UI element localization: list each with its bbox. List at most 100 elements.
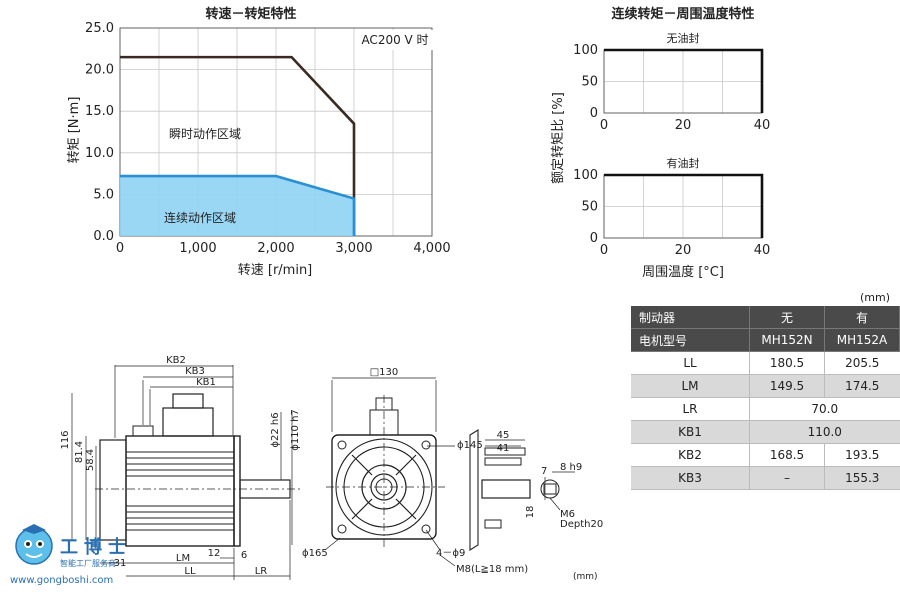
dim-lr: LR — [255, 566, 268, 577]
shaft-dimensions: 45 41 7 8 h9 18 M6 Depth20 — [497, 430, 604, 530]
dim-kb1: KB1 — [196, 377, 216, 388]
y-tick-label: 0 — [590, 231, 598, 246]
y-tick-label: 0 — [590, 106, 598, 121]
table-cell: 制动器 — [631, 306, 750, 329]
chart-title: 连续转矩－周围温度特性 — [611, 6, 754, 22]
chart-title: 转速－转矩特性 — [205, 6, 296, 22]
y-tick-label: 0.0 — [93, 229, 114, 244]
table-cell: 193.5 — [824, 443, 900, 467]
dim-depth: Depth20 — [560, 519, 603, 530]
x-axis-label: 转速 [r/min] — [238, 263, 313, 278]
motor-front-view — [324, 377, 456, 567]
dim-key-width: 8 h9 — [560, 462, 582, 473]
table-row: 制动器无有 — [631, 306, 900, 329]
motor-side-view — [71, 365, 300, 580]
y-tick-label: 100 — [573, 168, 598, 183]
x-tick-label: 40 — [754, 118, 771, 133]
table-cell: LR — [631, 397, 750, 421]
series-area-1 — [120, 176, 354, 236]
dim-6: 6 — [241, 550, 247, 561]
dim-45: 45 — [497, 430, 510, 441]
x-tick-label: 3,000 — [335, 241, 372, 256]
drawing-unit: (mm) — [573, 572, 598, 582]
dim-shaft-dia: ϕ22 h6 — [270, 412, 281, 447]
table-cell: 70.0 — [749, 397, 900, 421]
table-cell: – — [749, 466, 825, 490]
table-cell: LM — [631, 374, 750, 398]
table-cell: 有 — [824, 306, 900, 329]
series-line-1 — [120, 174, 356, 236]
logo-name: 工博士 — [60, 537, 132, 558]
y-tick-label: 25.0 — [85, 21, 114, 36]
series-label-continuous: 连续动作区域 — [164, 210, 236, 225]
table-cell: KB3 — [631, 466, 750, 490]
dim-31: 31 — [114, 558, 127, 569]
table-unit: (mm) — [860, 291, 891, 304]
x-tick-label: 1,000 — [179, 241, 216, 256]
front-view-dimensions: □130 ϕ145 ϕ165 4－ϕ9 M8(L≧18 mm) — [302, 367, 528, 575]
subtitle-oil-seal: 有油封 — [667, 156, 700, 170]
y-tick-label: 10.0 — [85, 146, 114, 161]
table-cell: MH152A — [824, 328, 900, 352]
x-tick-label: 0 — [116, 241, 124, 256]
x-tick-label: 20 — [675, 243, 692, 258]
y-axis-label: 额定转矩比 [%] — [551, 92, 566, 184]
table-cell: 110.0 — [749, 420, 900, 444]
y-tick-label: 20.0 — [85, 63, 114, 78]
series-line-0 — [604, 173, 764, 238]
x-tick-label: 4,000 — [413, 241, 450, 256]
dim-kb2: KB2 — [166, 355, 186, 366]
x-tick-label: 0 — [600, 118, 608, 133]
y-tick-label: 50 — [581, 75, 598, 90]
logo-subtitle: 智能工厂服务商 — [60, 559, 116, 568]
dim-81-4: 81.4 — [74, 441, 85, 463]
y-tick-label: 100 — [573, 43, 598, 58]
table-cell: 无 — [749, 306, 825, 329]
side-view-dimensions: KB2 KB3 KB1 116 81.4 58.4 ϕ22 h6 ϕ110 h7… — [60, 355, 301, 577]
table-cell: MH152N — [749, 328, 825, 352]
table-cell: 205.5 — [824, 351, 900, 375]
x-tick-label: 40 — [754, 243, 771, 258]
table-cell: 155.3 — [824, 466, 900, 490]
table-cell: 电机型号 — [631, 328, 750, 352]
dim-lm: LM — [176, 553, 190, 564]
y-axis-label: 转矩 [N·m] — [67, 97, 82, 164]
dim-outer-dia: ϕ165 — [302, 548, 328, 559]
table-cell: KB1 — [631, 420, 750, 444]
x-tick-label: 0 — [600, 243, 608, 258]
dim-tap-thread: M8(L≧18 mm) — [456, 564, 528, 575]
series-label-instant: 瞬时动作区域 — [169, 127, 241, 141]
y-tick-label: 15.0 — [85, 104, 114, 119]
dim-spigot-dia: ϕ110 h7 — [290, 409, 301, 451]
x-axis-label: 周围温度 [°C] — [642, 264, 724, 280]
dim-58-4: 58.4 — [85, 449, 96, 471]
dim-116: 116 — [60, 430, 71, 449]
series-line-0 — [120, 55, 356, 236]
shaft-detail — [469, 429, 575, 551]
logo-url: www.gongboshi.com — [10, 575, 114, 586]
table-cell: LL — [631, 351, 750, 375]
dim-kb3: KB3 — [185, 366, 205, 377]
y-tick-label: 50 — [581, 200, 598, 215]
logo-mark — [15, 524, 53, 565]
table-cell: 174.5 — [824, 374, 900, 398]
x-tick-label: 20 — [675, 118, 692, 133]
series-line-0 — [604, 48, 764, 113]
dim-ll: LL — [184, 566, 196, 577]
table-cell: 149.5 — [749, 374, 825, 398]
table-cell: KB2 — [631, 443, 750, 467]
table-cell: 180.5 — [749, 351, 825, 375]
y-tick-label: 5.0 — [93, 187, 114, 202]
dim-flange-square: □130 — [370, 367, 399, 378]
dim-mount-holes: 4－ϕ9 — [436, 548, 465, 559]
dim-7: 7 — [541, 466, 547, 477]
